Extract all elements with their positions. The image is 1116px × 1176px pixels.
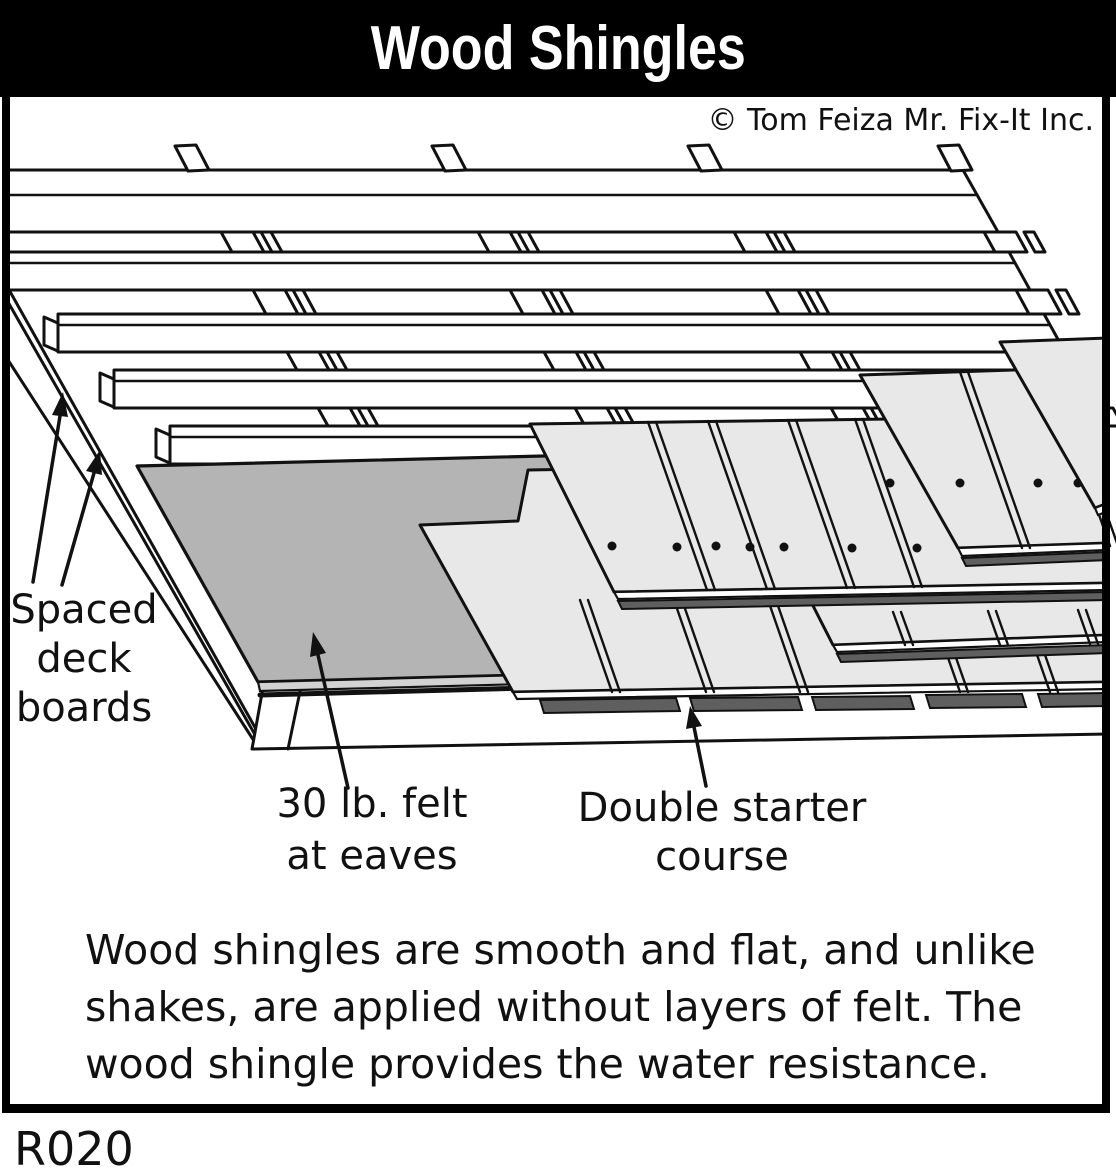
rafter-tails [173, 143, 974, 173]
figure-code: R020 [14, 1122, 134, 1176]
label-double-starter-course: Double starter course [577, 785, 867, 880]
nail-dots [607, 478, 922, 553]
spaced-boards-arrow-1 [31, 414, 62, 584]
copyright-notice: © Tom Feiza Mr. Fix-It Inc. [707, 103, 1094, 138]
felt-arrow [316, 653, 350, 790]
label-felt-at-eaves: 30 lb. felt at eaves [276, 781, 468, 879]
label-spaced-deck-boards: Spaced deck boards [10, 587, 158, 731]
page-title: Wood Shingles [370, 14, 746, 83]
spaced-boards-arrow-2 [60, 471, 96, 587]
caption-text: Wood shingles are smooth and flat, and u… [85, 926, 1036, 1088]
callout-arrows [31, 392, 708, 790]
rake-edge [6, 286, 268, 749]
title-bar: Wood Shingles [0, 0, 1116, 97]
starter-course-arrow [692, 725, 708, 788]
starter-course-underlayer [538, 691, 1109, 715]
